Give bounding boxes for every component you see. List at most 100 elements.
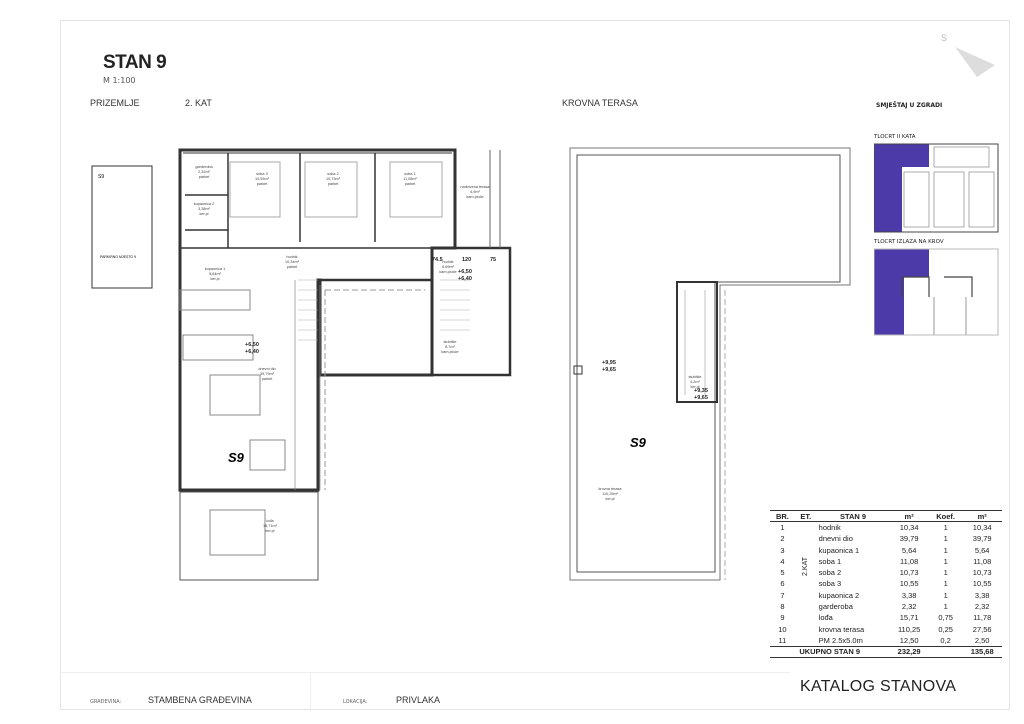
table-cell: 39,79 — [899, 534, 919, 544]
table-cell: 10,34 — [899, 523, 919, 533]
table-cell: garderoba — [818, 602, 853, 612]
floor-label: 2.KAT — [802, 556, 810, 576]
svg-text:74.5: 74.5 — [432, 257, 443, 263]
svg-text:8,7m²: 8,7m² — [445, 345, 455, 349]
svg-text:soba 3: soba 3 — [256, 172, 267, 176]
table-cell: 110,25 — [897, 624, 921, 634]
table-cell: 0,25 — [938, 624, 953, 634]
building-label: GRAĐEVINA: — [90, 699, 122, 705]
table-cell: 39,79 — [972, 534, 992, 544]
table-cell: 1 — [943, 579, 948, 589]
table-cell: 11,78 — [973, 613, 992, 623]
svg-text:kupaonica 2: kupaonica 2 — [194, 202, 214, 206]
floor2-label: 2. KAT — [185, 98, 212, 108]
table-cell: soba 1 — [818, 556, 842, 566]
svg-text:ker.pl: ker.pl — [605, 497, 614, 501]
svg-text:15,71m²: 15,71m² — [263, 524, 278, 528]
table-cell: 3 — [780, 545, 785, 555]
svg-text:+9,65: +9,65 — [694, 395, 708, 401]
svg-text:120: 120 — [462, 257, 471, 263]
svg-text:110,25m²: 110,25m² — [602, 492, 618, 496]
svg-text:parket: parket — [405, 182, 416, 186]
svg-text:+6,50: +6,50 — [458, 269, 472, 275]
svg-text:natkrivena terasa: natkrivena terasa — [460, 185, 490, 189]
svg-text:ker.pl: ker.pl — [265, 529, 274, 533]
table-cell: 5,64 — [974, 545, 990, 555]
svg-text:+9,35: +9,35 — [694, 388, 708, 394]
svg-text:kam.ploče: kam.ploče — [466, 195, 483, 199]
svg-text:+9,65: +9,65 — [602, 367, 616, 373]
table-cell: 2,32 — [974, 602, 990, 612]
page-title: STAN 9 — [103, 52, 167, 73]
parking-space: S9 PARKIRNO MJESTO 9 — [91, 165, 153, 289]
table-cell: 3,38 — [901, 590, 917, 600]
svg-text:hodnik: hodnik — [442, 260, 453, 264]
table-cell: lođa — [818, 613, 833, 623]
table-cell: 2,32 — [901, 602, 917, 612]
svg-text:39,79m²: 39,79m² — [260, 372, 275, 376]
table-cell: 1 — [943, 534, 948, 544]
table-cell: 1 — [943, 545, 948, 555]
svg-text:garderoba: garderoba — [195, 165, 213, 169]
table-cell: 1 — [943, 590, 948, 600]
table-cell: 27,56 — [972, 624, 992, 634]
location-label: LOKACIJA: — [343, 699, 368, 705]
table-cell: 11 — [770, 634, 795, 647]
svg-text:kam.ploče: kam.ploče — [441, 350, 458, 354]
table-cell: 12,50 — [889, 634, 929, 647]
total-area: 232,29 — [889, 645, 929, 658]
table-cell: krovna terasa — [818, 624, 865, 634]
table-cell — [795, 623, 817, 634]
svg-text:soba 1: soba 1 — [404, 172, 415, 176]
table-cell: 7 — [780, 590, 785, 600]
svg-text:3,38m²: 3,38m² — [198, 207, 211, 211]
svg-text:lođa: lođa — [266, 519, 274, 523]
table-cell: 2,50 — [962, 634, 1002, 647]
table-cell: PM 2.5x5.0m — [816, 634, 890, 647]
table-cell: 0,2 — [928, 634, 963, 647]
svg-text:S9: S9 — [630, 435, 647, 450]
table-cell: 1 — [943, 602, 948, 612]
svg-text:parket: parket — [257, 182, 268, 186]
table-cell: 10,55 — [899, 579, 919, 589]
svg-text:75: 75 — [490, 257, 496, 263]
thumb1-label: TLOCRT II KATA — [874, 134, 916, 140]
ground-floor-label: PRIZEMLJE — [90, 98, 140, 108]
svg-text:kupaonica 1: kupaonica 1 — [205, 267, 225, 271]
table-cell — [928, 645, 963, 658]
page-frame — [60, 20, 1010, 710]
svg-text:10,73m²: 10,73m² — [326, 177, 341, 181]
table-cell: 15,71 — [899, 613, 919, 623]
svg-text:parket: parket — [199, 175, 210, 179]
table-cell: 10,73 — [972, 568, 992, 578]
table-cell: hodnik — [818, 523, 841, 533]
table-cell: 6 — [780, 579, 785, 589]
svg-text:ker.pl: ker.pl — [210, 277, 219, 281]
table-cell — [795, 612, 817, 623]
svg-text:S9: S9 — [98, 174, 104, 180]
svg-text:parket: parket — [328, 182, 339, 186]
table-cell: 2 — [780, 534, 785, 544]
svg-text:+9,95: +9,95 — [602, 360, 616, 366]
table-cell: 1 — [943, 523, 948, 533]
table-cell: 11,08 — [900, 556, 919, 566]
total-label: UKUPNO STAN 9 — [770, 645, 890, 658]
svg-text:stubište: stubište — [443, 340, 456, 344]
table-cell — [794, 634, 817, 647]
svg-text:4,2m²: 4,2m² — [690, 380, 700, 384]
table-cell: 5 — [780, 568, 785, 578]
svg-text:10,55m²: 10,55m² — [255, 177, 270, 181]
table-cell: 1 — [943, 556, 948, 566]
north-arrow-icon: S — [941, 33, 995, 77]
table-cell: 10,73 — [899, 568, 919, 578]
svg-text:stubište: stubište — [688, 375, 701, 379]
floor2-thumbnail — [874, 143, 999, 233]
svg-text:hodnik: hodnik — [286, 255, 297, 259]
